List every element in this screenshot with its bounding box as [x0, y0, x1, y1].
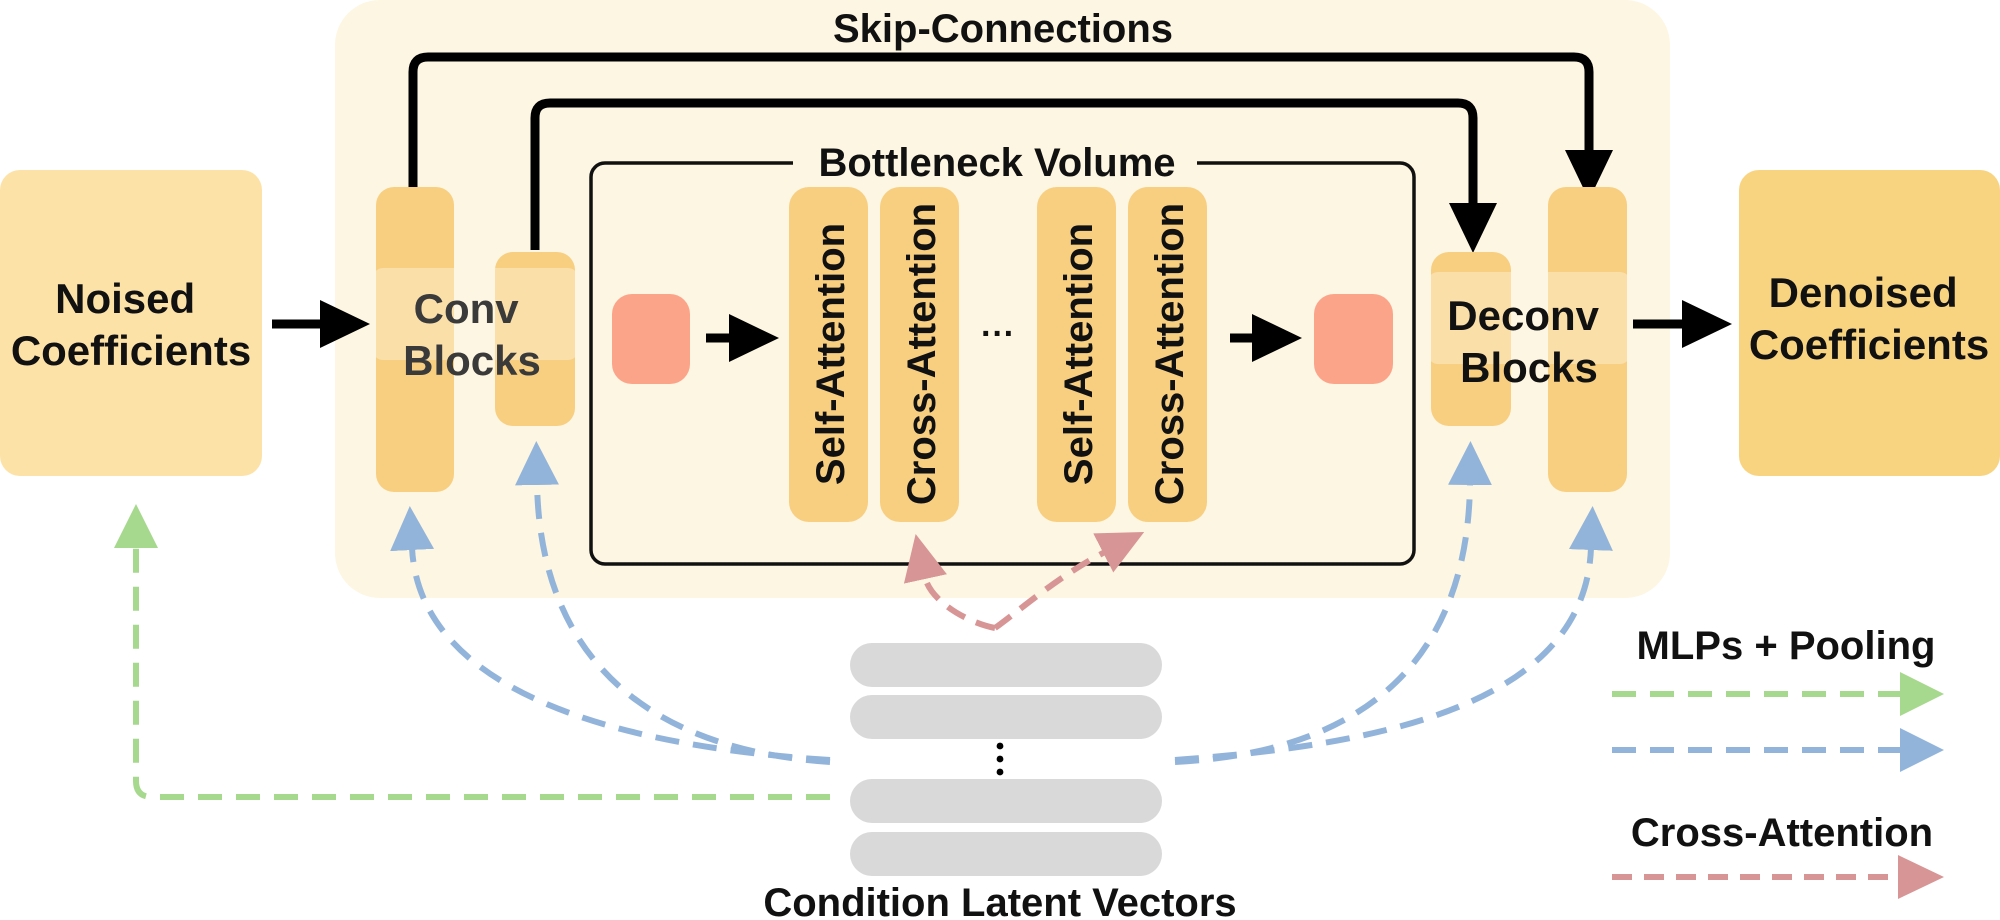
bottleneck-title-backing	[793, 138, 1197, 184]
noised-coefficients-box	[0, 170, 262, 476]
condition-arrow-noised	[114, 504, 830, 800]
self-attention-label-1: Self-Attention	[809, 223, 853, 485]
latent-vector-bar-2	[850, 695, 1162, 739]
latent-vector-bar-3	[850, 779, 1162, 823]
deconv-block-tall	[1548, 187, 1627, 492]
condition-arrow-deconv-short	[1174, 441, 1492, 765]
self-attention-label-2: Self-Attention	[1057, 223, 1101, 485]
cross-attention-block-1	[880, 187, 959, 522]
condition-arrow-conv-short	[515, 441, 831, 765]
latent-vector-bar-1	[850, 643, 1162, 687]
output-token	[1314, 294, 1393, 384]
noised-coefficients-label: Noised Coefficients	[11, 275, 251, 374]
condition-latent-vectors-label: Condition Latent Vectors	[763, 881, 1236, 920]
cross-attention-label-1: Cross-Attention	[900, 203, 944, 505]
conv-block-tall	[376, 187, 454, 492]
cross-attention-block-2	[1128, 187, 1207, 522]
legend-mlps-pooling-label: MLPs + Pooling	[1637, 624, 1936, 668]
input-token	[612, 294, 690, 384]
skip-connection-outer	[408, 52, 1613, 200]
cross-attention-label-2: Cross-Attention	[1148, 203, 1192, 505]
skip-connections-label: Skip-Connections	[833, 7, 1173, 51]
cross-attention-arrow-2	[993, 531, 1145, 631]
unet-background	[335, 0, 1670, 598]
denoised-coefficients-label: Denoised Coefficients	[1749, 269, 1989, 368]
conv-label-backing	[373, 268, 578, 360]
bottleneck-volume-label: Bottleneck Volume	[818, 141, 1175, 185]
condition-arrow-deconv-tall	[1174, 506, 1613, 763]
deconv-blocks-label: Deconv Blocks	[1447, 292, 1610, 391]
conv-block-short	[495, 252, 575, 426]
deconv-label-backing	[1428, 272, 1630, 364]
deconv-block-short	[1431, 252, 1511, 426]
conv-blocks-label: Conv Blocks	[403, 285, 541, 384]
horizontal-ellipsis: ···	[981, 315, 1015, 353]
skip-connection-inner	[530, 98, 1497, 253]
latent-vector-bar-4	[850, 832, 1162, 876]
self-attention-block-1	[789, 187, 868, 522]
vertical-ellipsis	[996, 742, 1004, 776]
cross-attention-arrow-1	[903, 534, 996, 631]
legend-cross-attention-label: Cross-Attention	[1631, 811, 1933, 855]
denoised-coefficients-box	[1739, 170, 2000, 476]
self-attention-block-2	[1037, 187, 1116, 522]
